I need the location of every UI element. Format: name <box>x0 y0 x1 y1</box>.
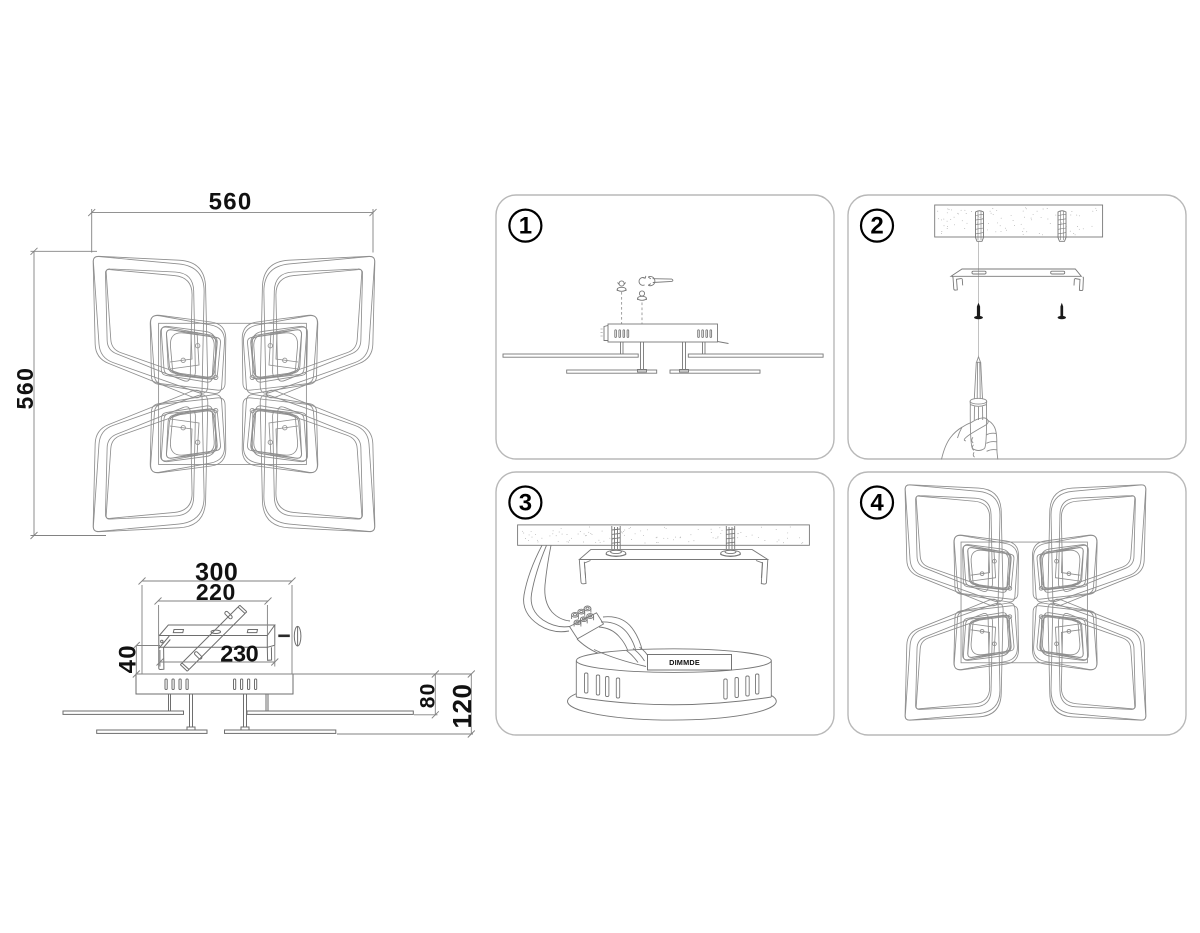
svg-text:300: 300 <box>195 559 238 587</box>
svg-text:3: 3 <box>519 490 532 517</box>
svg-text:120: 120 <box>447 684 477 729</box>
svg-text:560: 560 <box>209 189 253 216</box>
svg-text:1: 1 <box>519 213 532 240</box>
svg-text:230: 230 <box>220 640 258 666</box>
svg-text:40: 40 <box>115 644 142 673</box>
svg-text:560: 560 <box>12 367 38 410</box>
svg-text:80: 80 <box>416 683 439 709</box>
svg-text:220: 220 <box>196 579 236 605</box>
svg-text:DIMMDE: DIMMDE <box>669 658 700 667</box>
svg-text:2: 2 <box>870 213 883 240</box>
svg-text:4: 4 <box>870 490 884 517</box>
